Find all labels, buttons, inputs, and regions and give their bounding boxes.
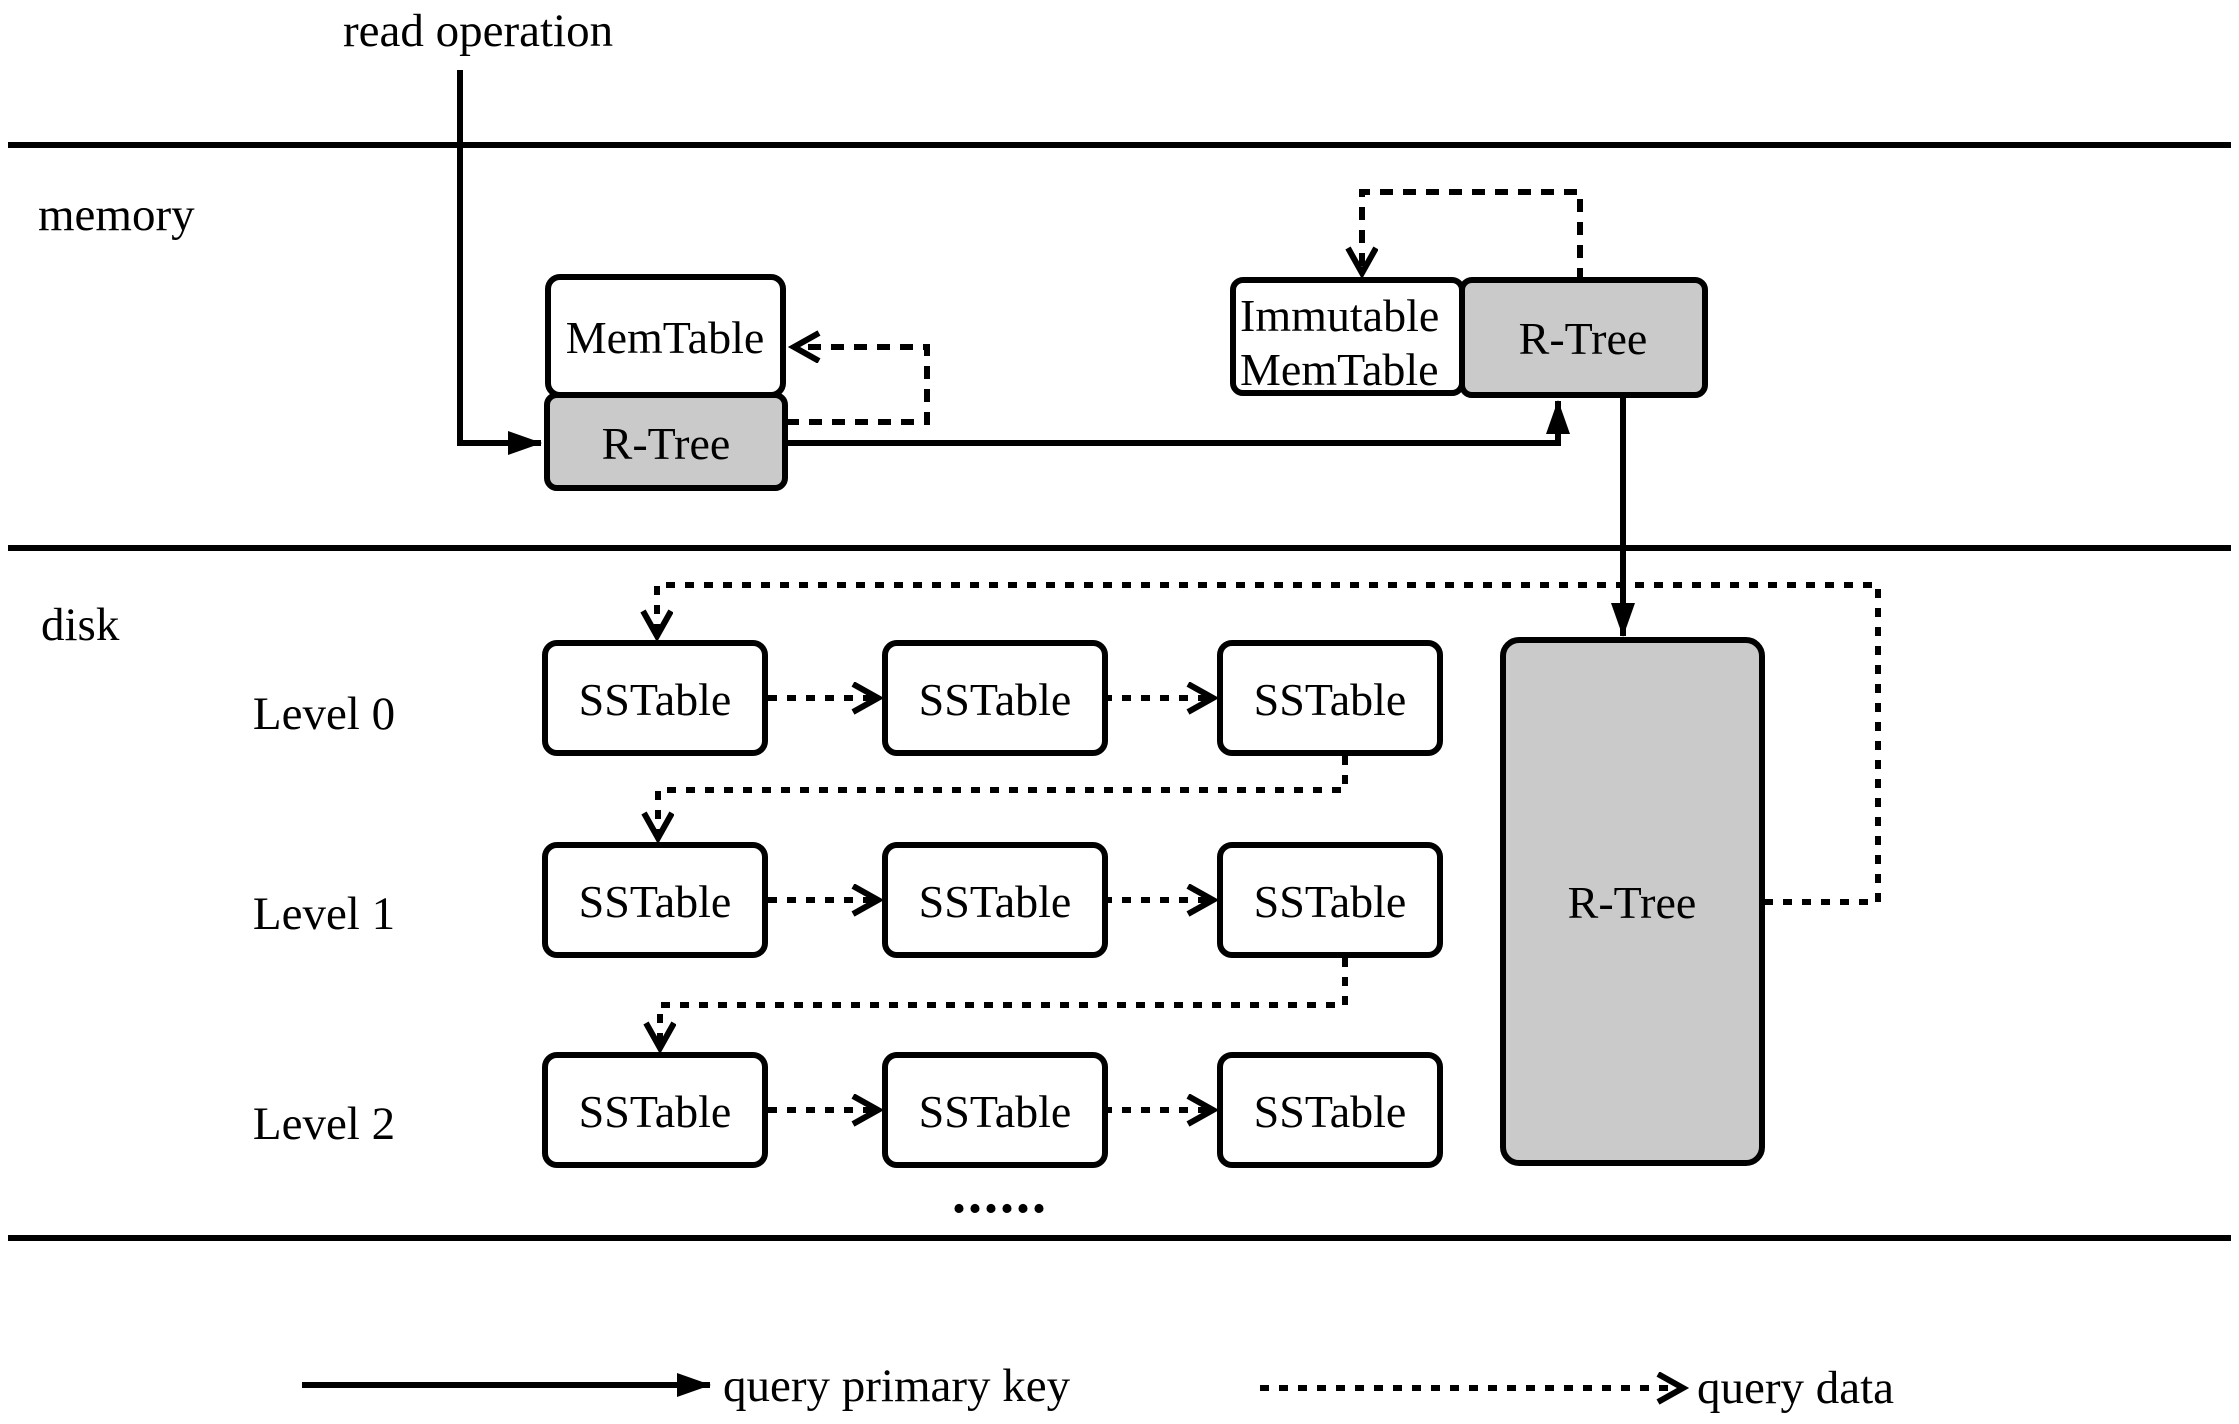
sstable-box-l0-1-label: SSTable xyxy=(579,674,732,725)
sstable-box-l1-2 xyxy=(882,842,1108,958)
read-operation-label: read operation xyxy=(343,5,613,57)
legend-solid-arrow-label: query primary key xyxy=(723,1360,1071,1412)
sstable-box-l2-1 xyxy=(542,1052,768,1168)
memory-section-label: memory xyxy=(38,189,195,241)
sstable-box-l1-3 xyxy=(1217,842,1443,958)
immutable-memtable-label-line2: MemTable xyxy=(1240,344,1439,395)
memtable-rtree-query-data-loop xyxy=(786,347,930,425)
disk-rtree-query-data-return xyxy=(657,582,1881,905)
sstable-box-l1-1-label: SSTable xyxy=(579,876,732,927)
immutable-memtable-label-line1: Immutable xyxy=(1240,290,1439,341)
disk-section-label: disk xyxy=(41,599,120,651)
level-1-label: Level 1 xyxy=(253,888,395,940)
sstable-box-l2-3-label: SSTable xyxy=(1254,1086,1407,1137)
immutable-rtree-box xyxy=(1459,277,1708,398)
sstable-box-l2-3 xyxy=(1217,1052,1443,1168)
memtable-box-label: MemTable xyxy=(566,312,765,363)
memtable-rtree-box xyxy=(544,392,788,491)
disk-rtree-box xyxy=(1500,637,1765,1166)
level1-to-level2-arrow xyxy=(660,958,1348,1047)
sstable-box-l0-3-label: SSTable xyxy=(1254,674,1407,725)
sstable-box-l1-1 xyxy=(542,842,768,958)
legend-dotted-arrow-label: query data xyxy=(1697,1362,1894,1414)
immutable-rtree-box-label: R-Tree xyxy=(1519,313,1648,364)
sstable-box-l0-3 xyxy=(1217,640,1443,756)
memtable-rtree-box-label: R-Tree xyxy=(602,418,731,469)
immutable-rtree-query-data-loop xyxy=(1362,189,1583,281)
more-levels-ellipsis: ...... xyxy=(952,1163,1048,1225)
level-0-label: Level 0 xyxy=(253,688,395,740)
sstable-box-l1-2-label: SSTable xyxy=(919,876,1072,927)
level-2-label: Level 2 xyxy=(253,1098,395,1150)
sstable-box-l2-2-label: SSTable xyxy=(919,1086,1072,1137)
memtable-rtree-to-immutable-rtree-arrow xyxy=(787,400,1570,446)
level0-to-level1-arrow xyxy=(658,756,1348,837)
sstable-box-l0-2 xyxy=(882,640,1108,756)
sstable-box-l0-2-label: SSTable xyxy=(919,674,1072,725)
read-operation-arrow xyxy=(457,70,542,455)
sstable-box-l1-3-label: SSTable xyxy=(1254,876,1407,927)
disk-rtree-box-label: R-Tree xyxy=(1568,877,1697,928)
sstable-box-l2-2 xyxy=(882,1052,1108,1168)
sstable-box-l0-1 xyxy=(542,640,768,756)
sstable-box-l2-1-label: SSTable xyxy=(579,1086,732,1137)
